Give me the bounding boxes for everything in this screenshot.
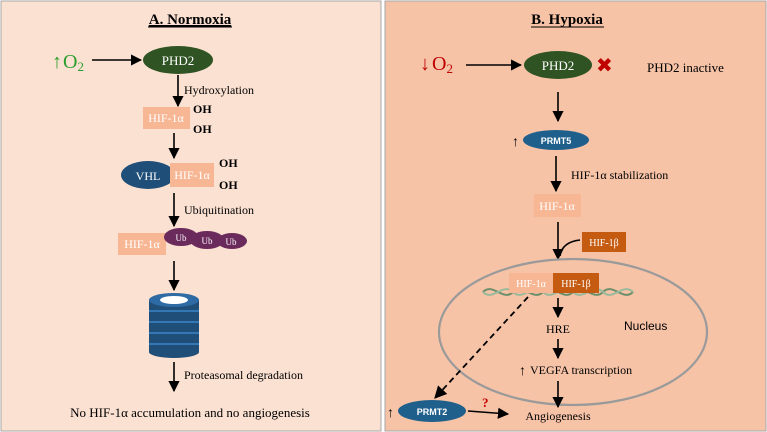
vegfa-up-arrow: ↑ xyxy=(519,364,526,379)
panel-b-title: B. Hypoxia xyxy=(531,12,603,28)
hif1a-label-3: HIF-1α xyxy=(124,237,160,251)
vhl-label: VHL xyxy=(136,169,161,183)
hif1b-node-1 xyxy=(582,232,626,252)
prmt5-up-arrow: ↑ xyxy=(512,135,519,150)
phd2-inactive-label: PHD2 inactive xyxy=(647,60,724,75)
vegfa-label: VEGFA transcription xyxy=(530,363,632,377)
hif1a-node-1 xyxy=(143,107,190,129)
o2-label-a: O2 xyxy=(63,51,84,74)
ub-label-3: Ub xyxy=(226,237,237,247)
ub-label-2: Ub xyxy=(202,236,213,246)
oh-label-2b: OH xyxy=(219,178,238,192)
prmt5-node xyxy=(523,130,589,150)
o2-label-b: O2 xyxy=(432,53,453,76)
hif1b-node-2 xyxy=(553,273,599,293)
nucleus-label: Nucleus xyxy=(624,319,667,333)
hif1a-label-b: HIF-1α xyxy=(539,199,575,213)
o2-subscript-a: 2 xyxy=(77,59,84,74)
hif1a-node-b xyxy=(534,194,581,217)
vhl-node xyxy=(121,161,175,189)
o2-down-arrow: ↓ xyxy=(420,53,430,75)
hif1a-node-3 xyxy=(118,233,166,255)
arrow-prmt2-angiogenesis xyxy=(467,407,510,419)
dashed-arrow-nucleus-prmt2 xyxy=(434,296,529,399)
phd2-label-b: PHD2 xyxy=(542,58,575,73)
hif1b-label-2: HIF-1β xyxy=(561,279,591,290)
oh-label-1a: OH xyxy=(193,102,212,116)
hif1a-node-2 xyxy=(170,163,214,187)
o2-subscript-b: 2 xyxy=(446,61,453,76)
hif1a-label-1: HIF-1α xyxy=(148,111,184,125)
ub-node-2 xyxy=(190,231,224,249)
hydroxylation-label: Hydroxylation xyxy=(184,83,254,97)
oh-label-2a: OH xyxy=(219,156,238,170)
stabilization-label: HIF-1α stabilization xyxy=(571,168,668,182)
hif1a-label-nuclear: HIF-1α xyxy=(516,279,546,290)
proteasomal-label: Proteasomal degradation xyxy=(184,368,303,382)
ub-label-1: Ub xyxy=(176,233,187,243)
ub-node-1 xyxy=(164,228,198,246)
panel-a-title: A. Normoxia xyxy=(149,12,232,28)
hif1a-node-nuclear xyxy=(509,273,553,293)
ub-node-3 xyxy=(217,233,247,249)
question-mark: ? xyxy=(482,395,489,410)
angiogenesis-label: Angiogenesis xyxy=(525,409,591,423)
phd2-node-a xyxy=(143,46,213,74)
hif1a-label-2: HIF-1α xyxy=(174,168,210,182)
hif1b-join-curve xyxy=(559,239,581,257)
prmt2-label: PRMT2 xyxy=(417,407,448,417)
phd2-label-a: PHD2 xyxy=(162,53,195,68)
ubiquitination-label: Ubiquitination xyxy=(184,203,254,217)
cross-icon: ✖ xyxy=(596,55,613,77)
phd2-node-b xyxy=(524,51,592,79)
prmt5-label: PRMT5 xyxy=(541,136,572,146)
hif1b-label-1: HIF-1β xyxy=(589,238,619,249)
oh-label-1b: OH xyxy=(193,122,212,136)
o2-up-arrow: ↑ xyxy=(52,51,62,73)
prmt2-up-arrow: ↑ xyxy=(387,406,394,421)
prmt2-node xyxy=(398,400,466,422)
nucleus-membrane xyxy=(437,257,709,407)
panel-a-conclusion: No HIF-1α accumulation and no angiogenes… xyxy=(70,405,310,420)
hre-label: HRE xyxy=(546,322,570,336)
proteasome-icon xyxy=(149,293,199,358)
